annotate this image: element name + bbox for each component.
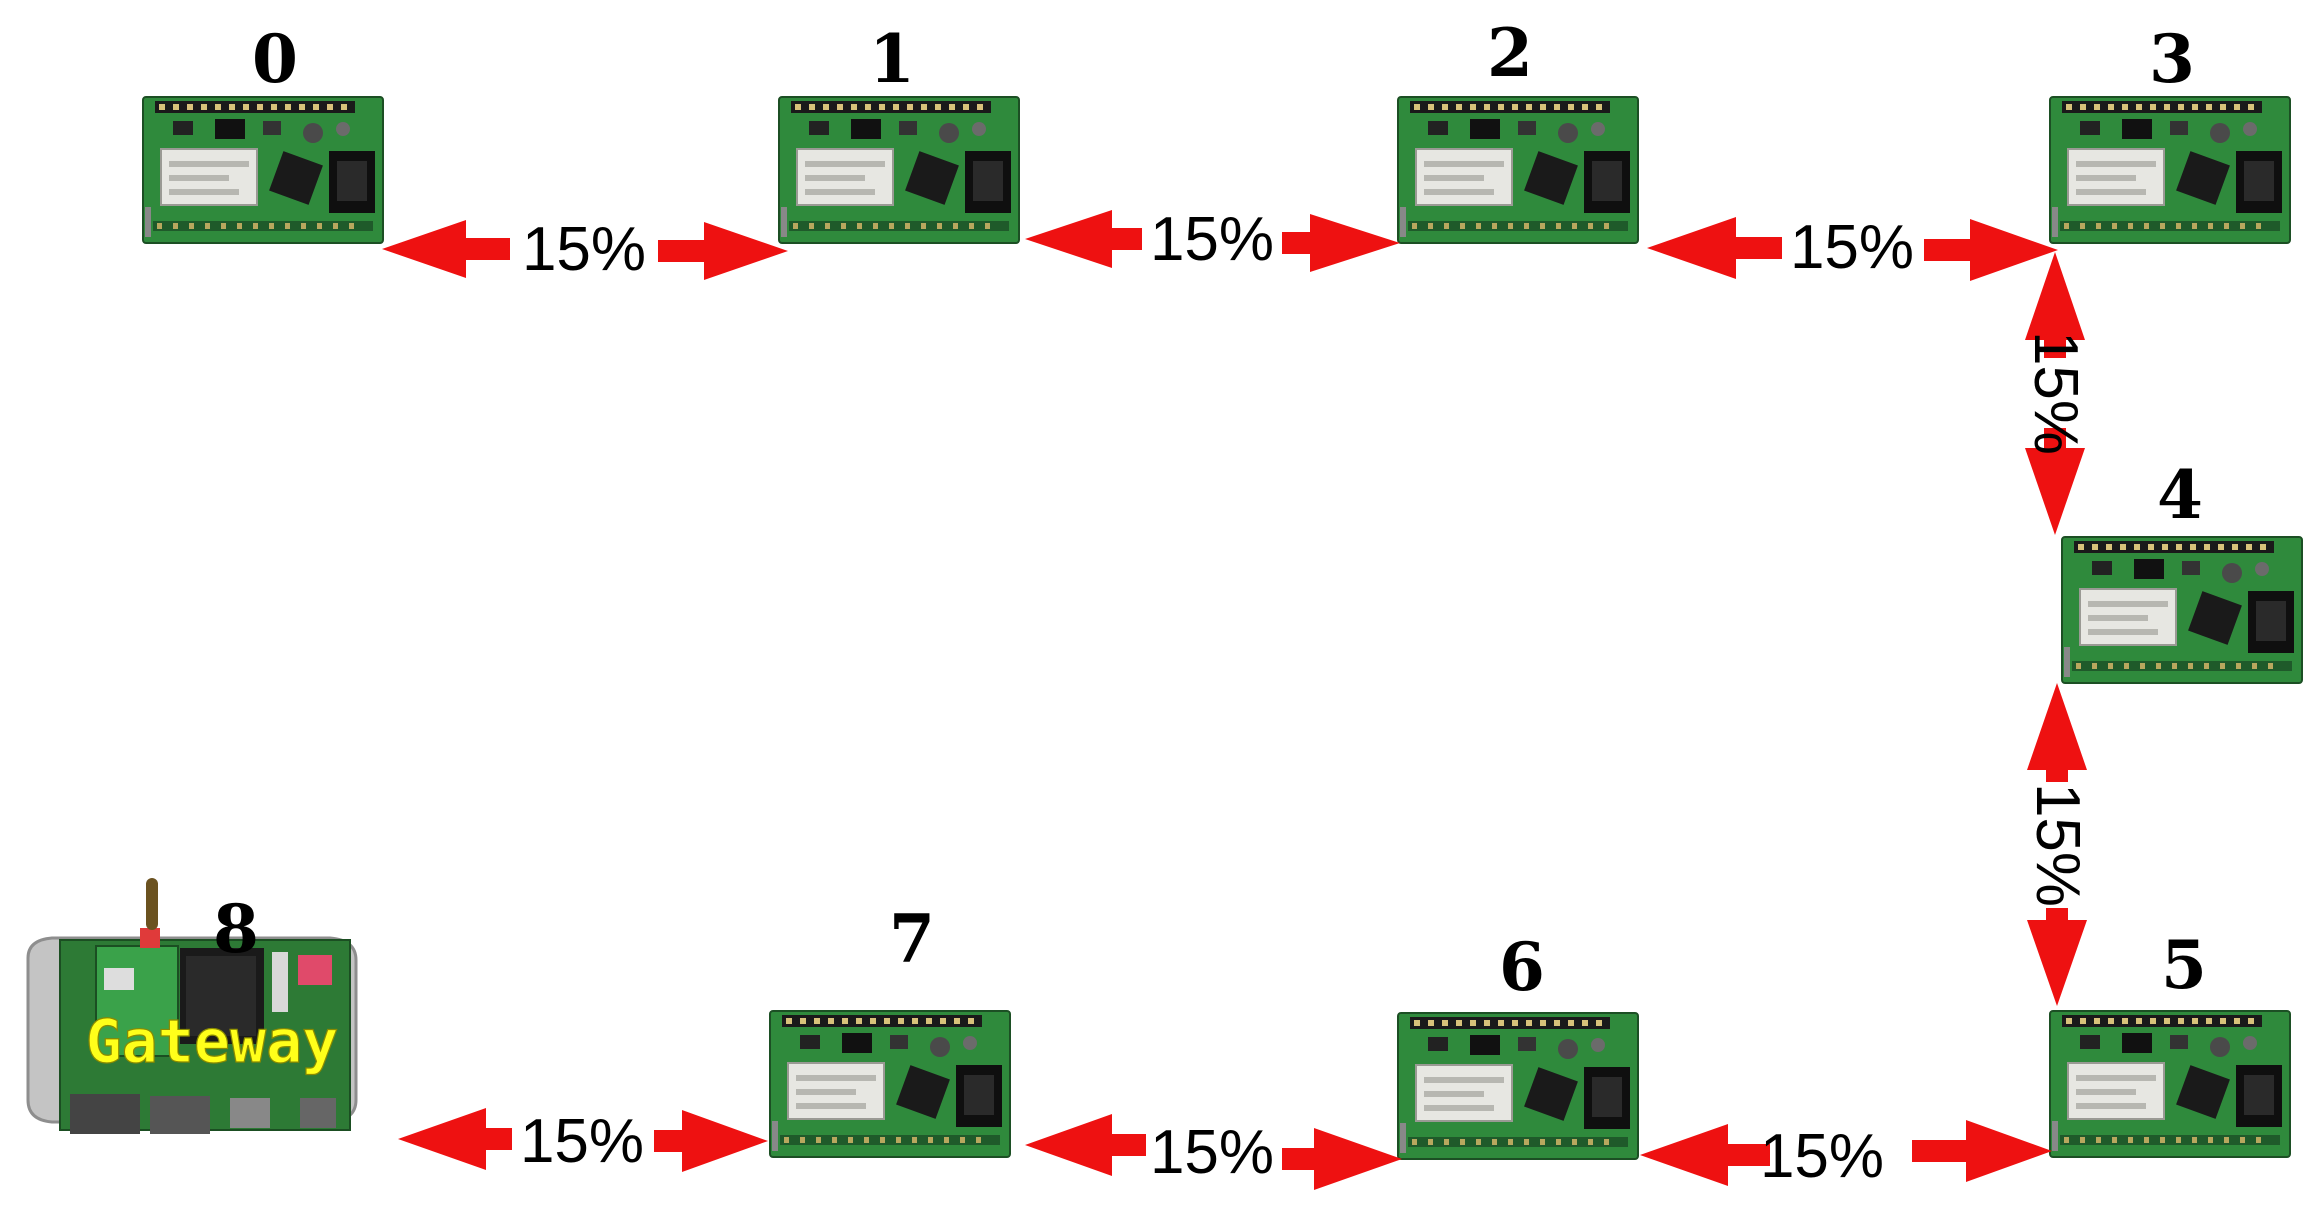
node-4: 4: [2061, 456, 2303, 684]
double-arrow-icon: [1640, 1120, 2052, 1186]
sensor-board-icon: [778, 96, 1020, 244]
node-label: 4: [2157, 456, 2203, 534]
link-1-2: 15%: [1025, 205, 1400, 274]
node-label: 0: [252, 20, 298, 98]
node-5: 5: [2049, 926, 2291, 1158]
double-arrow-icon: [382, 220, 788, 280]
node-label: 6: [1499, 928, 1545, 1006]
node-6: 6: [1397, 928, 1639, 1160]
link-0-1: 15%: [382, 215, 788, 284]
link-label: 15%: [1790, 213, 1914, 282]
link-4-5: 15%: [2023, 683, 2092, 1006]
sensor-board-icon: [1397, 96, 1639, 244]
double-arrow-icon: [1647, 217, 2058, 281]
sensor-board-icon: [2061, 536, 2303, 684]
node-3: 3: [2049, 20, 2291, 244]
link-2-3: 15%: [1647, 213, 2058, 282]
sensor-board-icon: [769, 1010, 1011, 1158]
node-7: 7: [769, 900, 1011, 1158]
sensor-board-icon: [1397, 1012, 1639, 1160]
link-6-7: 15%: [1025, 1114, 1402, 1190]
link-5-6: 15%: [1640, 1120, 2052, 1191]
node-label: 7: [889, 900, 935, 978]
sensor-board-icon: [142, 96, 384, 244]
node-label: 3: [2149, 20, 2195, 98]
link-3-4: 15%: [2021, 252, 2090, 535]
gateway-caption: Gateway: [86, 1007, 339, 1077]
link-label: 15%: [520, 1107, 644, 1176]
link-7-8: 15%: [398, 1107, 768, 1176]
double-arrow-icon: [2025, 252, 2085, 535]
link-label: 15%: [1150, 1118, 1274, 1187]
node-label: 1: [869, 20, 915, 98]
node-0: 0: [142, 20, 384, 244]
double-arrow-icon: [1025, 1114, 1402, 1190]
double-arrow-icon: [1025, 210, 1400, 272]
double-arrow-icon: [398, 1108, 768, 1172]
link-label: 15%: [1760, 1122, 1884, 1191]
node-label: 8: [213, 890, 259, 968]
double-arrow-icon: [2027, 683, 2087, 1006]
node-1: 1: [778, 20, 1020, 244]
node-8-gateway: Gateway 8: [26, 878, 358, 1134]
sensor-board-icon: [2049, 96, 2291, 244]
node-label: 5: [2161, 926, 2207, 1004]
link-label: 15%: [2023, 783, 2092, 907]
link-label: 15%: [2021, 331, 2090, 455]
link-label: 15%: [1150, 205, 1274, 274]
link-label: 15%: [522, 215, 646, 284]
sensor-board-icon: [2049, 1010, 2291, 1158]
node-label: 2: [1487, 14, 1533, 92]
node-2: 2: [1397, 14, 1639, 244]
gateway-board-icon: [26, 878, 358, 1134]
